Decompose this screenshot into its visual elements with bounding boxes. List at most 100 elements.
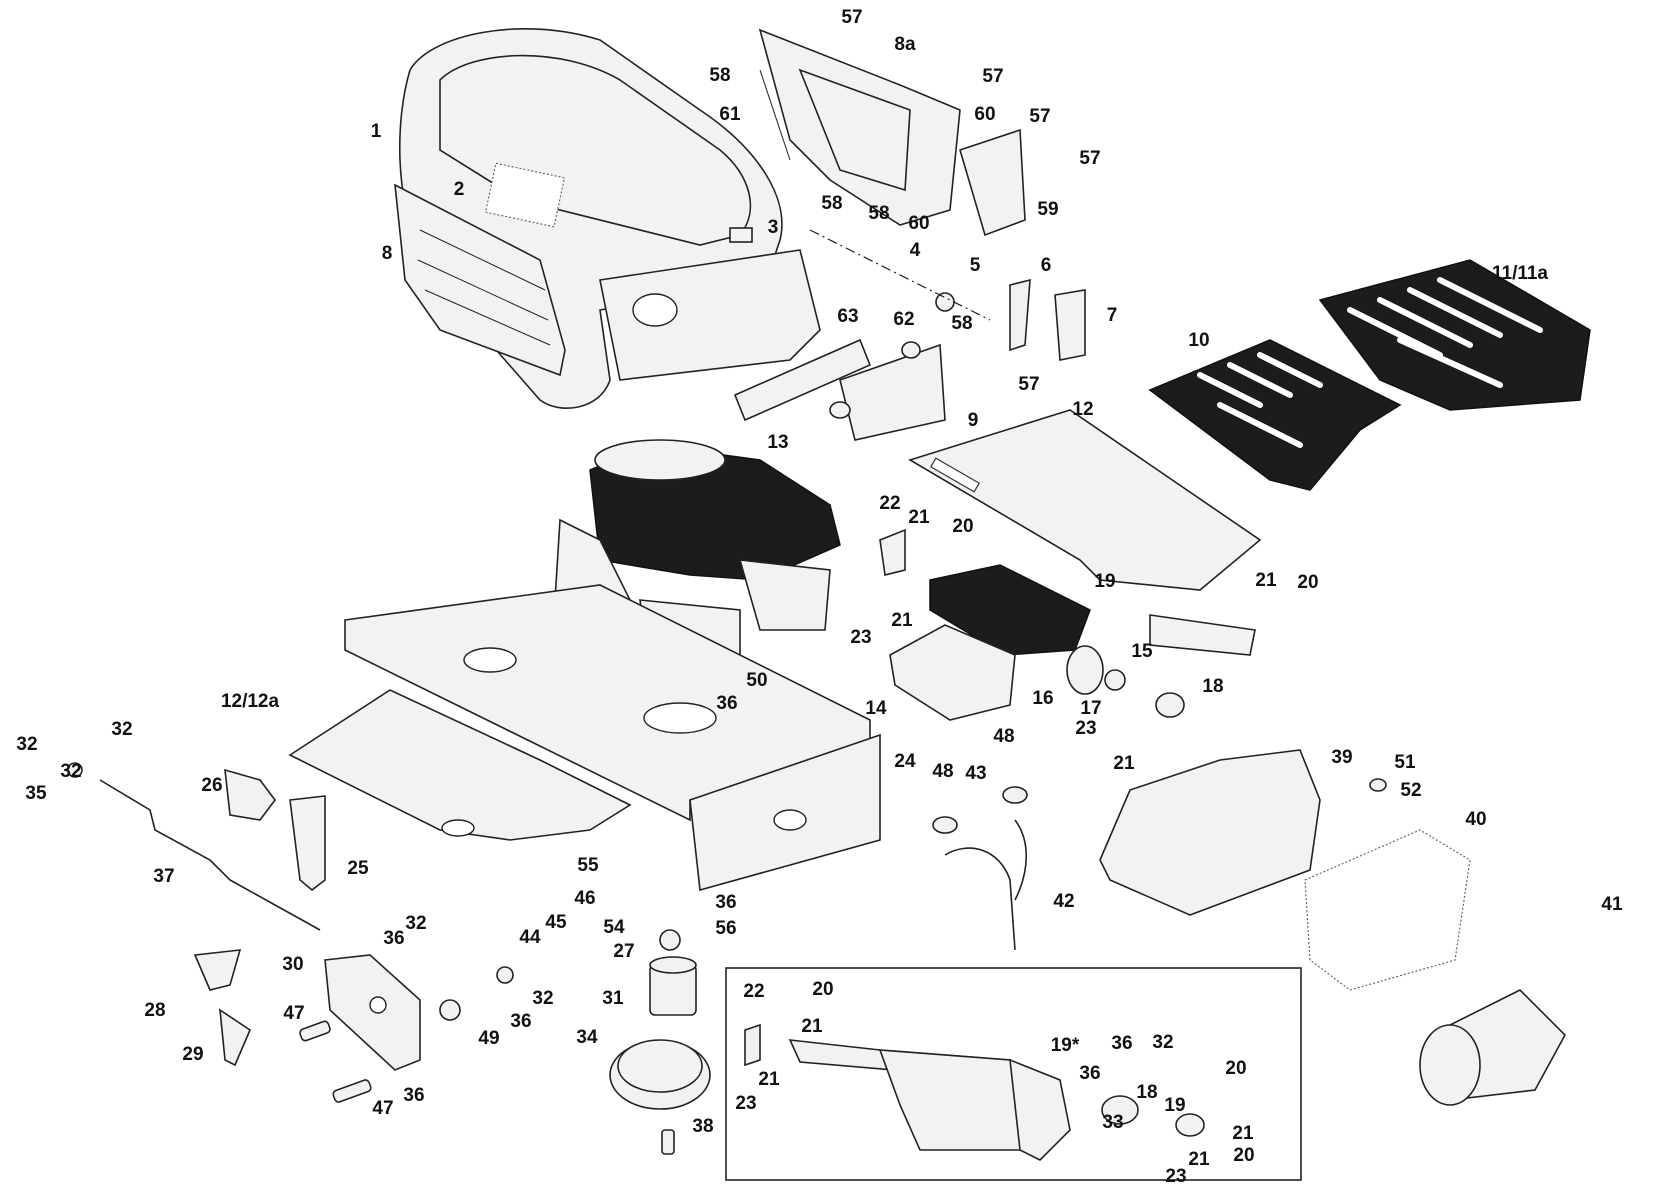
part-callout-label: 40 xyxy=(1465,809,1486,830)
inset-box xyxy=(725,967,1302,1181)
part-callout-label: 7 xyxy=(1107,305,1118,326)
part-callout-label: 30 xyxy=(282,954,303,975)
chassis-frame xyxy=(344,584,881,892)
part-callout-label: 41 xyxy=(1601,894,1623,915)
part-callout-label: 35 xyxy=(25,783,47,804)
part-callout-label: 32 xyxy=(111,719,132,740)
part-callout-label: 32 xyxy=(16,734,37,755)
part-callout-label: 12/12a xyxy=(221,691,280,712)
part-callout-label: 11/11a xyxy=(1492,263,1548,284)
part-callout-label: 50 xyxy=(746,670,767,691)
part-callout-label: 8a xyxy=(894,34,916,55)
part-callout-label: 43 xyxy=(965,763,986,784)
part-callout-label: 3 xyxy=(768,217,779,238)
part-callout-label: 21 xyxy=(891,610,913,631)
part-callout-label: 36 xyxy=(510,1011,531,1032)
side-panel-8a xyxy=(758,28,1026,237)
part-callout-label: 20 xyxy=(1233,1145,1254,1166)
part-callout-label: 20 xyxy=(1297,572,1318,593)
part-callout-label: 32 xyxy=(405,913,426,934)
pulley-assembly xyxy=(609,929,711,1155)
part-callout-label: 48 xyxy=(932,761,953,782)
part-callout-label: 32 xyxy=(1152,1032,1173,1053)
part-callout-label: 15 xyxy=(1131,641,1153,662)
part-callout-label: 47 xyxy=(283,1003,304,1024)
part-callout-label: 20 xyxy=(1225,1058,1246,1079)
part-callout-label: 56 xyxy=(715,918,736,939)
part-callout-label: 45 xyxy=(545,912,567,933)
part-callout-label: 58 xyxy=(951,313,972,334)
part-callout-label: 29 xyxy=(182,1044,203,1065)
part-callout-label: 32 xyxy=(60,761,81,782)
part-callout-label: 21 xyxy=(758,1069,780,1090)
part-callout-label: 21 xyxy=(1188,1149,1210,1170)
part-callout-label: 26 xyxy=(201,775,222,796)
part-callout-label: 2 xyxy=(454,179,465,200)
floor-mats xyxy=(1148,259,1591,491)
part-callout-label: 16 xyxy=(1032,688,1053,709)
part-callout-label: 20 xyxy=(812,979,833,1000)
part-callout-label: 55 xyxy=(577,855,599,876)
part-callout-label: 21 xyxy=(1255,570,1277,591)
part-callout-label: 34 xyxy=(576,1027,598,1048)
part-callout-label: 57 xyxy=(1029,106,1050,127)
clutch-assembly xyxy=(299,954,514,1103)
part-callout-label: 58 xyxy=(821,193,842,214)
part-callout-label: 60 xyxy=(974,104,995,125)
part-callout-label: 39 xyxy=(1331,747,1352,768)
part-callout-label: 1 xyxy=(371,121,382,142)
part-callout-label: 36 xyxy=(1079,1063,1100,1084)
part-callout-label: 36 xyxy=(716,693,737,714)
part-callout-label: 52 xyxy=(1400,780,1421,801)
part-callout-label: 61 xyxy=(719,104,741,125)
part-callout-label: 36 xyxy=(1111,1033,1132,1054)
part-callout-label: 14 xyxy=(865,698,887,719)
part-callout-label: 36 xyxy=(403,1085,424,1106)
part-callout-label: 24 xyxy=(894,751,916,772)
part-callout-label: 23 xyxy=(1075,718,1096,739)
part-callout-label: 19 xyxy=(1164,1095,1185,1116)
floor-plate-12 xyxy=(908,409,1262,591)
part-callout-label: 19* xyxy=(1051,1035,1080,1056)
part-callout-label: 20 xyxy=(952,516,973,537)
actuator-parts xyxy=(879,528,1256,721)
part-callout-label: 33 xyxy=(1102,1112,1123,1133)
part-callout-label: 49 xyxy=(478,1028,499,1049)
part-callout-label: 38 xyxy=(692,1116,713,1137)
part-callout-label: 13 xyxy=(767,432,788,453)
part-callout-label: 58 xyxy=(868,203,889,224)
part-callout-label: 57 xyxy=(1079,148,1100,169)
part-callout-label: 58 xyxy=(709,65,730,86)
part-callout-label: 44 xyxy=(519,927,541,948)
part-callout-label: 4 xyxy=(910,240,921,261)
part-callout-label: 23 xyxy=(1165,1166,1186,1187)
part-callout-label: 6 xyxy=(1041,255,1052,276)
part-callout-label: 46 xyxy=(574,888,595,909)
part-callout-label: 54 xyxy=(603,917,625,938)
part-callout-label: 59 xyxy=(1037,199,1058,220)
part-callout-label: 32 xyxy=(532,988,553,1009)
part-callout-label: 25 xyxy=(347,858,369,879)
part-callout-label: 57 xyxy=(982,66,1003,87)
part-callout-label: 17 xyxy=(1080,698,1101,719)
part-callout-label: 60 xyxy=(908,213,929,234)
part-callout-label: 21 xyxy=(1232,1123,1254,1144)
part-callout-label: 8 xyxy=(382,243,393,264)
part-callout-label: 63 xyxy=(837,306,858,327)
part-callout-label: 48 xyxy=(993,726,1014,747)
part-callout-label: 36 xyxy=(383,928,404,949)
hood-assembly xyxy=(394,28,821,409)
part-callout-label: 57 xyxy=(1018,374,1039,395)
part-callout-label: 9 xyxy=(968,410,979,431)
part-callout-label: 5 xyxy=(970,255,981,276)
part-callout-label: 28 xyxy=(144,1000,165,1021)
part-callout-label: 51 xyxy=(1394,752,1416,773)
part-callout-label: 62 xyxy=(893,309,914,330)
part-callout-label: 21 xyxy=(801,1016,823,1037)
part-callout-label: 12 xyxy=(1072,399,1093,420)
part-callout-label: 47 xyxy=(372,1098,393,1119)
part-callout-label: 18 xyxy=(1202,676,1223,697)
part-callout-label: 23 xyxy=(850,627,871,648)
